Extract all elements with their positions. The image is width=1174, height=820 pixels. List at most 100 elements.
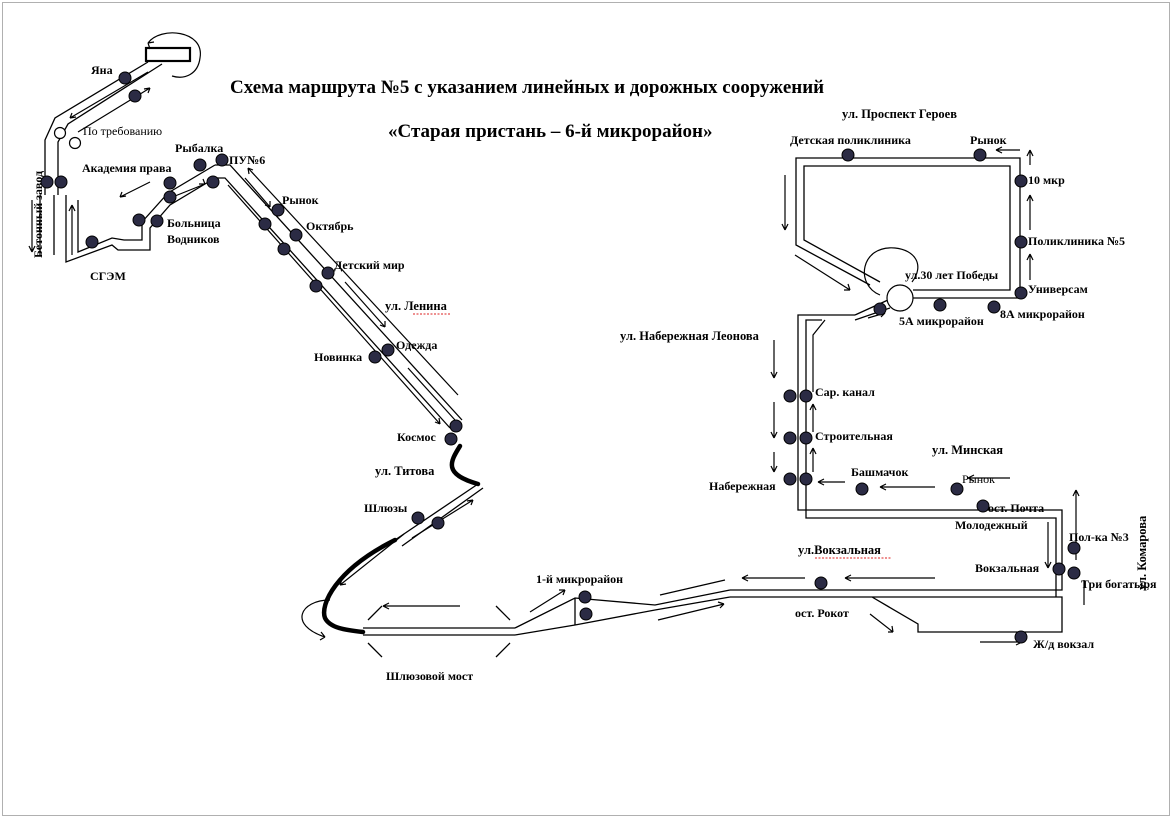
stop-dot-stroitelnaya-1[interactable] [783,431,797,445]
stop-dot-mkr1-1[interactable] [578,590,592,604]
arrow-odezhda [407,367,456,421]
stop-dot-oktyabr-1[interactable] [289,228,303,242]
stop-dot-sar-kanal-2[interactable] [799,389,813,403]
street-label-vokzalnaya: ул.Вокзальная [798,543,881,557]
stop-label-stroitelnaya: Строительная [815,429,893,443]
stop-label-vokzalnaya: Вокзальная [975,561,1040,575]
stop-dot-8a[interactable] [987,300,1001,314]
stop-dot-sar-kanal-1[interactable] [783,389,797,403]
stop-label-vodnikov: Водников [167,232,220,246]
stop-dot-5a-2[interactable] [933,298,947,312]
stop-label-kosmos: Космос [397,430,436,444]
stop-dot-mkr1-2[interactable] [579,607,593,621]
street-label-lenina: ул. Ленина [385,299,448,313]
stop-dot-rynok-1[interactable] [271,203,285,217]
arrow-minskaya-1 [967,474,1010,482]
arrow-mkr1 [529,589,566,613]
stop-dot-shlyuzy-1[interactable] [411,511,425,525]
stop-dot-akademiya-1[interactable] [163,176,177,190]
stop-dot-rybalka-2[interactable] [206,175,220,189]
stop-dot-sgem[interactable] [85,235,99,249]
stop-label-detskaya-poliklinika: Детская поликлиника [790,133,911,147]
road-shlyuzy-a [394,483,479,541]
stop-label-novinka: Новинка [314,350,362,364]
stop-dot-rynok-2[interactable] [258,217,272,231]
road-yana-a [44,61,149,195]
arrow-down-yana [69,71,149,119]
stop-dot-stroitelnaya-2[interactable] [799,431,813,445]
arrow-pu6 [244,177,271,208]
stop-dot-10mkr[interactable] [1014,174,1028,188]
stop-dot-detsky-mir-2[interactable] [309,279,323,293]
stop-dot-bolnitsa-1[interactable] [132,213,146,227]
stop-dot-novinka[interactable] [368,350,382,364]
stop-dot-kosmos-2[interactable] [444,432,458,446]
stop-label-rybalka: Рыбалка [175,141,223,155]
stop-dot-zhd[interactable] [1014,630,1028,644]
stop-label-bolnitsa: Больница [167,216,221,230]
stop-dots [40,71,1081,644]
stop-dot-pol-ka3[interactable] [1067,541,1081,555]
road-top-outer [795,157,1021,299]
street-label-titova: ул. Титова [375,464,435,478]
arrow-prospekt-down [781,175,789,231]
arrow-komarova-top-3 [1026,149,1034,165]
stop-label-ost-rokot: ост. Рокот [795,606,849,620]
stop-dot-odezhda[interactable] [381,343,395,357]
stop-dot-beton-1[interactable] [40,175,54,189]
stop-label-30-let: ул.30 лет Победы [905,268,999,282]
stop-dot-rybalka[interactable] [193,158,207,172]
stop-label-shlyuzy: Шлюзы [364,501,408,515]
arrow-vokzalnaya-2 [741,574,805,582]
arrow-leonova-up-2 [809,403,817,432]
arrow-beton-down [28,200,36,253]
stop-dot-naberezhnaya-2[interactable] [799,472,813,486]
stop-label-naberezhnaya: Набережная [709,479,776,493]
bridge-loop [301,599,331,641]
road-bridge-bold [321,537,398,635]
stop-dot-yana-2[interactable] [128,89,142,103]
stop-label-oktyabr: Октябрь [306,219,354,233]
map-title-line1: Схема маршрута №5 с указанием линейных и… [230,77,824,98]
stop-dot-universam[interactable] [1014,286,1028,300]
stop-dot-kosmos-1[interactable] [449,419,463,433]
stop-dot-shlyuzy-2[interactable] [431,516,445,530]
arrow-top-left [995,146,1020,154]
stop-dot-rokot[interactable] [814,576,828,590]
stop-dot-akademiya-2[interactable] [163,190,177,204]
stop-dot-pu6[interactable] [215,153,229,167]
stop-dot-pochta[interactable] [976,499,990,513]
stop-dot-poliklinika5[interactable] [1014,235,1028,249]
stop-label-odezhda: Одежда [396,338,437,352]
stop-label-poliklinika5: Поликлиника №5 [1028,234,1125,248]
stop-dot-detsky-mir-1[interactable] [321,266,335,280]
arrow-komarova-top-1 [1026,253,1034,280]
stop-dot-vokzalnaya[interactable] [1052,562,1066,576]
road-lenina-b [215,177,451,429]
stop-dot-bashmachok[interactable] [855,482,869,496]
stop-label-akademiya-prava: Академия права [82,161,171,175]
stop-dot-rynok-top[interactable] [973,148,987,162]
stop-dot-rynok-minskaya[interactable] [950,482,964,496]
roundabout-30-let-pobedy [886,284,914,312]
stop-dot-yana-1[interactable] [118,71,132,85]
hollow-stop-2 [68,136,82,150]
stop-dot-tri-bogatyrya[interactable] [1067,566,1081,580]
street-label-naberezhnaya-leonova: ул. Набережная Леонова [620,329,760,343]
stop-dot-bolnitsa-2[interactable] [150,214,164,228]
stop-label-rynok-left: Рынок [282,193,319,207]
stop-dot-detskaya-poliklinika[interactable] [841,148,855,162]
stop-dot-5a[interactable] [873,302,887,316]
stop-dot-beton-2[interactable] [54,175,68,189]
road-minskaya-inner [805,319,1057,597]
stop-label-betonny-zavod: Бетонный завод [31,171,45,258]
road-top-inner [803,165,1011,291]
arrow-akademiya [119,181,151,198]
arrow-vokzalnaya-1 [844,574,935,582]
stop-label-molodezhny: Молодежный [955,518,1028,532]
road-lenina-a [215,164,463,421]
stop-dot-oktyabr-2[interactable] [277,242,291,256]
stop-dot-naberezhnaya-1[interactable] [783,472,797,486]
stop-label-tri-bogatyrya: Три богатыря [1081,577,1157,591]
